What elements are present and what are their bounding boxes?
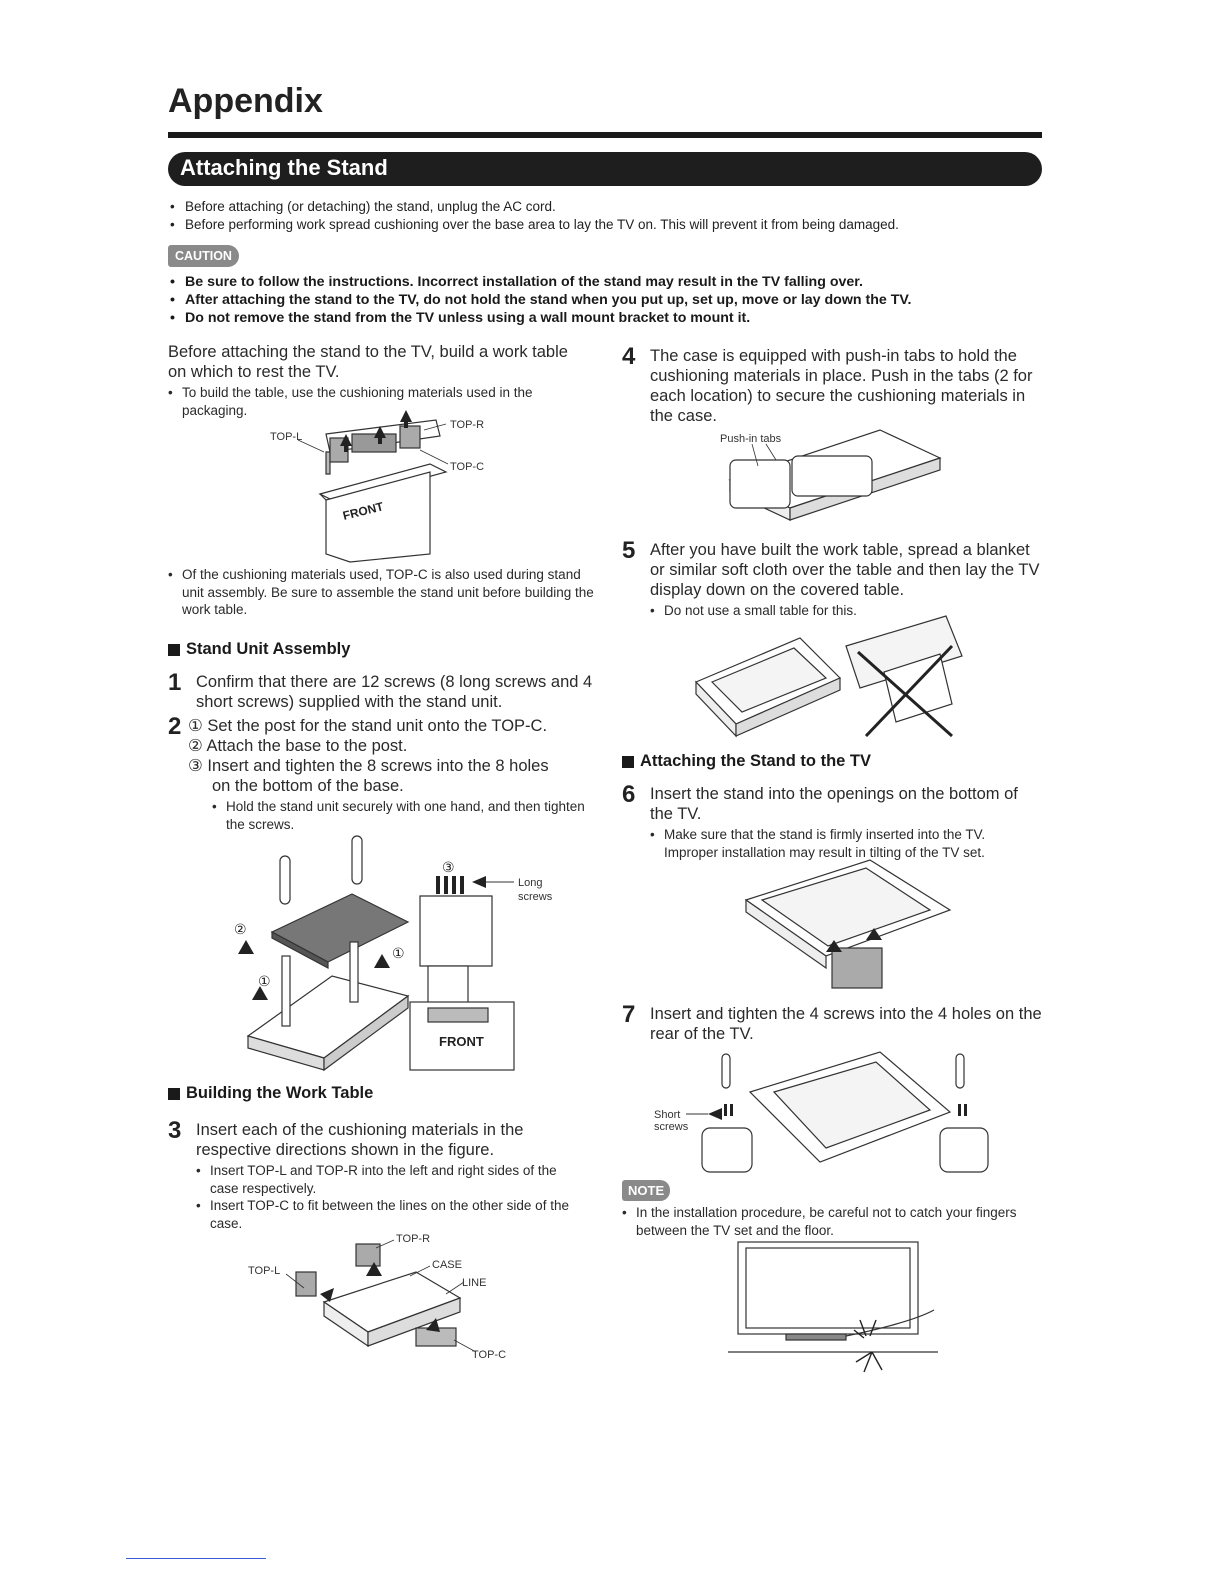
step-3-bullet-2: Insert TOP-C to fit between the lines on…	[196, 1197, 588, 1232]
figure-table-comparison	[694, 615, 963, 738]
label-top-l: TOP-L	[248, 1265, 280, 1277]
figure-insert-stand	[744, 859, 952, 989]
step-2-bullet: Hold the stand unit securely with one ha…	[212, 798, 598, 833]
step-number: 1	[168, 669, 182, 696]
figure-finger-caution	[728, 1241, 938, 1373]
step-6-text: Insert the stand into the openings on th…	[650, 785, 1018, 823]
figure-cushioning-packaging: TOP-L TOP-R TOP-C FRONT	[270, 410, 484, 563]
heading-building-work-table: Building the Work Table	[168, 1084, 373, 1103]
step-number: 7	[622, 1001, 636, 1028]
caution-item: Do not remove the stand from the TV unle…	[170, 309, 1050, 327]
step-1: 1 Confirm that there are 12 screws (8 lo…	[168, 669, 598, 712]
step-5-text: After you have built the work table, spr…	[650, 541, 1040, 599]
caution-item: Be sure to follow the instructions. Inco…	[170, 273, 1050, 291]
step-4-text: The case is equipped with push-in tabs t…	[650, 347, 1033, 425]
label-top-r: TOP-R	[396, 1233, 430, 1245]
step-5-bullet: Do not use a small table for this.	[650, 602, 1042, 620]
caution-item: After attaching the stand to the TV, do …	[170, 291, 1050, 309]
step-2-sub-3b: on the bottom of the base.	[212, 777, 404, 795]
label-front: FRONT	[439, 1034, 484, 1049]
footer-rule	[126, 1558, 266, 1559]
step-6: 6 Insert the stand into the openings on …	[622, 781, 1042, 861]
step-6-bullet: Make sure that the stand is firmly inser…	[650, 826, 1042, 861]
left-column: Before attaching the stand to the TV, bu…	[168, 342, 598, 419]
worktable-intro: Before attaching the stand to the TV, bu…	[168, 343, 568, 381]
caution-badge: CAUTION	[168, 245, 239, 267]
step-2-sub-1: ① Set the post for the stand unit onto t…	[188, 717, 548, 735]
label-case: CASE	[432, 1259, 462, 1271]
label-screws: screws	[518, 891, 553, 903]
step-3: 3 Insert each of the cushioning material…	[168, 1117, 588, 1232]
figure-case-assembly: TOP-R TOP-L CASE LINE TOP-C	[248, 1233, 506, 1361]
intro-item: Before attaching (or detaching) the stan…	[170, 198, 1030, 216]
label-screws: screws	[654, 1121, 689, 1133]
step-1-text: Confirm that there are 12 screws (8 long…	[196, 673, 593, 711]
step-7: 7 Insert and tighten the 4 screws into t…	[622, 1001, 1042, 1044]
step-number: 5	[622, 537, 636, 564]
intro-item: Before performing work spread cushioning…	[170, 216, 1030, 234]
label-short: Short	[654, 1109, 680, 1121]
label-top-l: TOP-L	[270, 431, 302, 443]
step-3-bullet-1: Insert TOP-L and TOP-R into the left and…	[196, 1162, 588, 1197]
callout-1: ①	[392, 946, 405, 962]
step-5: 5 After you have built the work table, s…	[622, 537, 1042, 620]
note-text: In the installation procedure, be carefu…	[622, 1204, 1042, 1239]
label-push-in-tabs: Push-in tabs	[720, 433, 782, 445]
section-title: Attaching the Stand	[180, 155, 388, 180]
step-3-text: Insert each of the cushioning materials …	[196, 1121, 524, 1159]
label-top-c: TOP-C	[472, 1349, 506, 1361]
callout-2: ②	[234, 922, 247, 938]
caution-list: Be sure to follow the instructions. Inco…	[170, 273, 1050, 327]
label-top-r: TOP-R	[450, 419, 484, 431]
topc-bullet: Of the cushioning materials used, TOP-C …	[168, 566, 598, 619]
step-4: 4 The case is equipped with push-in tabs…	[622, 343, 1042, 426]
figure-push-in-tabs: Push-in tabs	[720, 429, 942, 521]
callout-3: ③	[442, 860, 455, 876]
step-2: 2 ① Set the post for the stand unit onto…	[168, 713, 598, 833]
step-number: 3	[168, 1117, 182, 1144]
after-bullet-block: Of the cushioning materials used, TOP-C …	[168, 566, 598, 619]
title-rule	[168, 132, 1042, 138]
step-number: 6	[622, 781, 636, 808]
page-title: Appendix	[168, 82, 323, 120]
figure-stand-assembly: Long screws FRONT ② ① ① ③	[234, 835, 553, 1072]
step-number: 2	[168, 713, 182, 740]
step-number: 4	[622, 343, 636, 370]
step-2-sub-3: ③ Insert and tighten the 8 screws into t…	[188, 757, 549, 775]
heading-stand-unit-assembly: Stand Unit Assembly	[168, 640, 350, 659]
heading-attaching-stand-to-tv: Attaching the Stand to the TV	[622, 752, 871, 771]
label-long: Long	[518, 877, 542, 889]
note-block: In the installation procedure, be carefu…	[622, 1204, 1042, 1239]
step-7-text: Insert and tighten the 4 screws into the…	[650, 1005, 1042, 1043]
note-badge: NOTE	[622, 1180, 671, 1201]
section-header: Attaching the Stand	[168, 152, 1042, 186]
label-top-c: TOP-C	[450, 461, 484, 473]
worktable-intro-bullet: To build the table, use the cushioning m…	[168, 384, 588, 419]
figure-short-screws: Short screws	[654, 1051, 989, 1173]
callout-1: ①	[258, 974, 271, 990]
label-line: LINE	[462, 1277, 486, 1289]
step-2-sub-2: ② Attach the base to the post.	[188, 737, 408, 755]
intro-list: Before attaching (or detaching) the stan…	[170, 198, 1030, 234]
